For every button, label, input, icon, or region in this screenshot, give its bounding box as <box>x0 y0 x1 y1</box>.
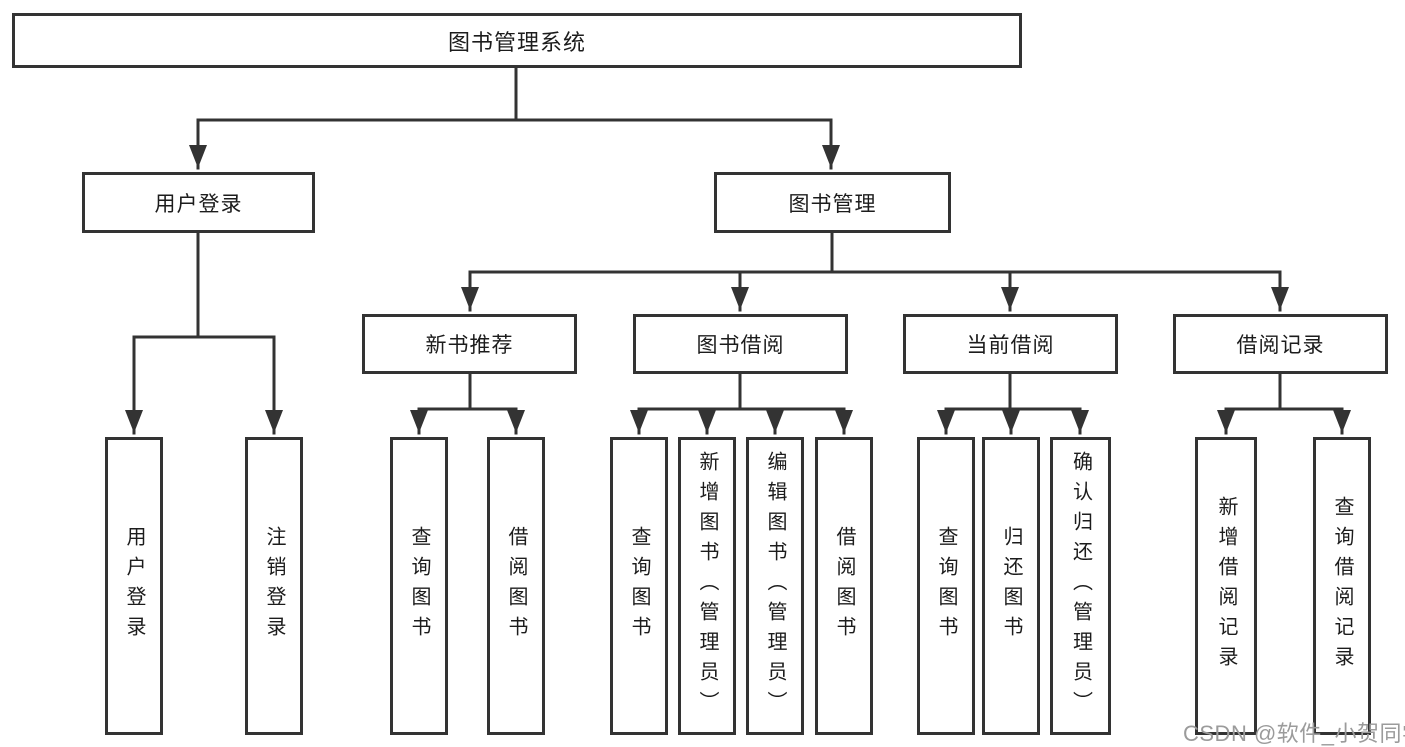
leaf-query-books-recommend-label: 查询图书 <box>408 526 430 646</box>
leaf-borrow-books-recommend-label: 借阅图书 <box>505 526 527 646</box>
leaf-borrow-books-borrow-label: 借阅图书 <box>833 526 855 646</box>
node-user-login: 用户登录 <box>82 172 315 233</box>
node-book-management: 图书管理 <box>714 172 951 233</box>
leaf-query-books-current-label: 查询图书 <box>935 526 957 646</box>
node-borrowing-records: 借阅记录 <box>1173 314 1388 374</box>
leaf-add-books-admin-label: 新增图书（管理员） <box>696 451 718 721</box>
leaf-query-books-borrow: 查询图书 <box>610 437 668 735</box>
leaf-edit-books-admin-label: 编辑图书（管理员） <box>764 451 786 721</box>
node-library-management-system: 图书管理系统 <box>12 13 1022 68</box>
leaf-query-books-borrow-label: 查询图书 <box>628 526 650 646</box>
leaf-confirm-return-admin-label: 确认归还（管理员） <box>1069 451 1092 721</box>
leaf-user-login: 用户登录 <box>105 437 163 735</box>
leaf-add-books-admin: 新增图书（管理员） <box>678 437 736 735</box>
leaf-query-books-recommend: 查询图书 <box>390 437 448 735</box>
leaf-logout-label: 注销登录 <box>263 526 285 646</box>
leaf-edit-books-admin: 编辑图书（管理员） <box>746 437 804 735</box>
leaf-confirm-return-admin: 确认归还（管理员） <box>1050 437 1111 735</box>
leaf-user-login-label: 用户登录 <box>123 526 145 646</box>
leaf-query-borrow-record-label: 查询借阅记录 <box>1331 496 1353 676</box>
leaf-logout: 注销登录 <box>245 437 303 735</box>
leaf-borrow-books-recommend: 借阅图书 <box>487 437 545 735</box>
leaf-return-books-label: 归还图书 <box>1000 526 1022 646</box>
leaf-return-books: 归还图书 <box>982 437 1040 735</box>
node-new-book-recommend: 新书推荐 <box>362 314 577 374</box>
csdn-watermark: CSDN @软件_小贺同学 <box>1183 721 1405 746</box>
node-book-borrowing: 图书借阅 <box>633 314 848 374</box>
leaf-add-borrow-record: 新增借阅记录 <box>1195 437 1257 735</box>
leaf-query-borrow-record: 查询借阅记录 <box>1313 437 1371 735</box>
node-current-borrowing: 当前借阅 <box>903 314 1118 374</box>
leaf-borrow-books-borrow: 借阅图书 <box>815 437 873 735</box>
leaf-query-books-current: 查询图书 <box>917 437 975 735</box>
leaf-add-borrow-record-label: 新增借阅记录 <box>1215 496 1237 676</box>
